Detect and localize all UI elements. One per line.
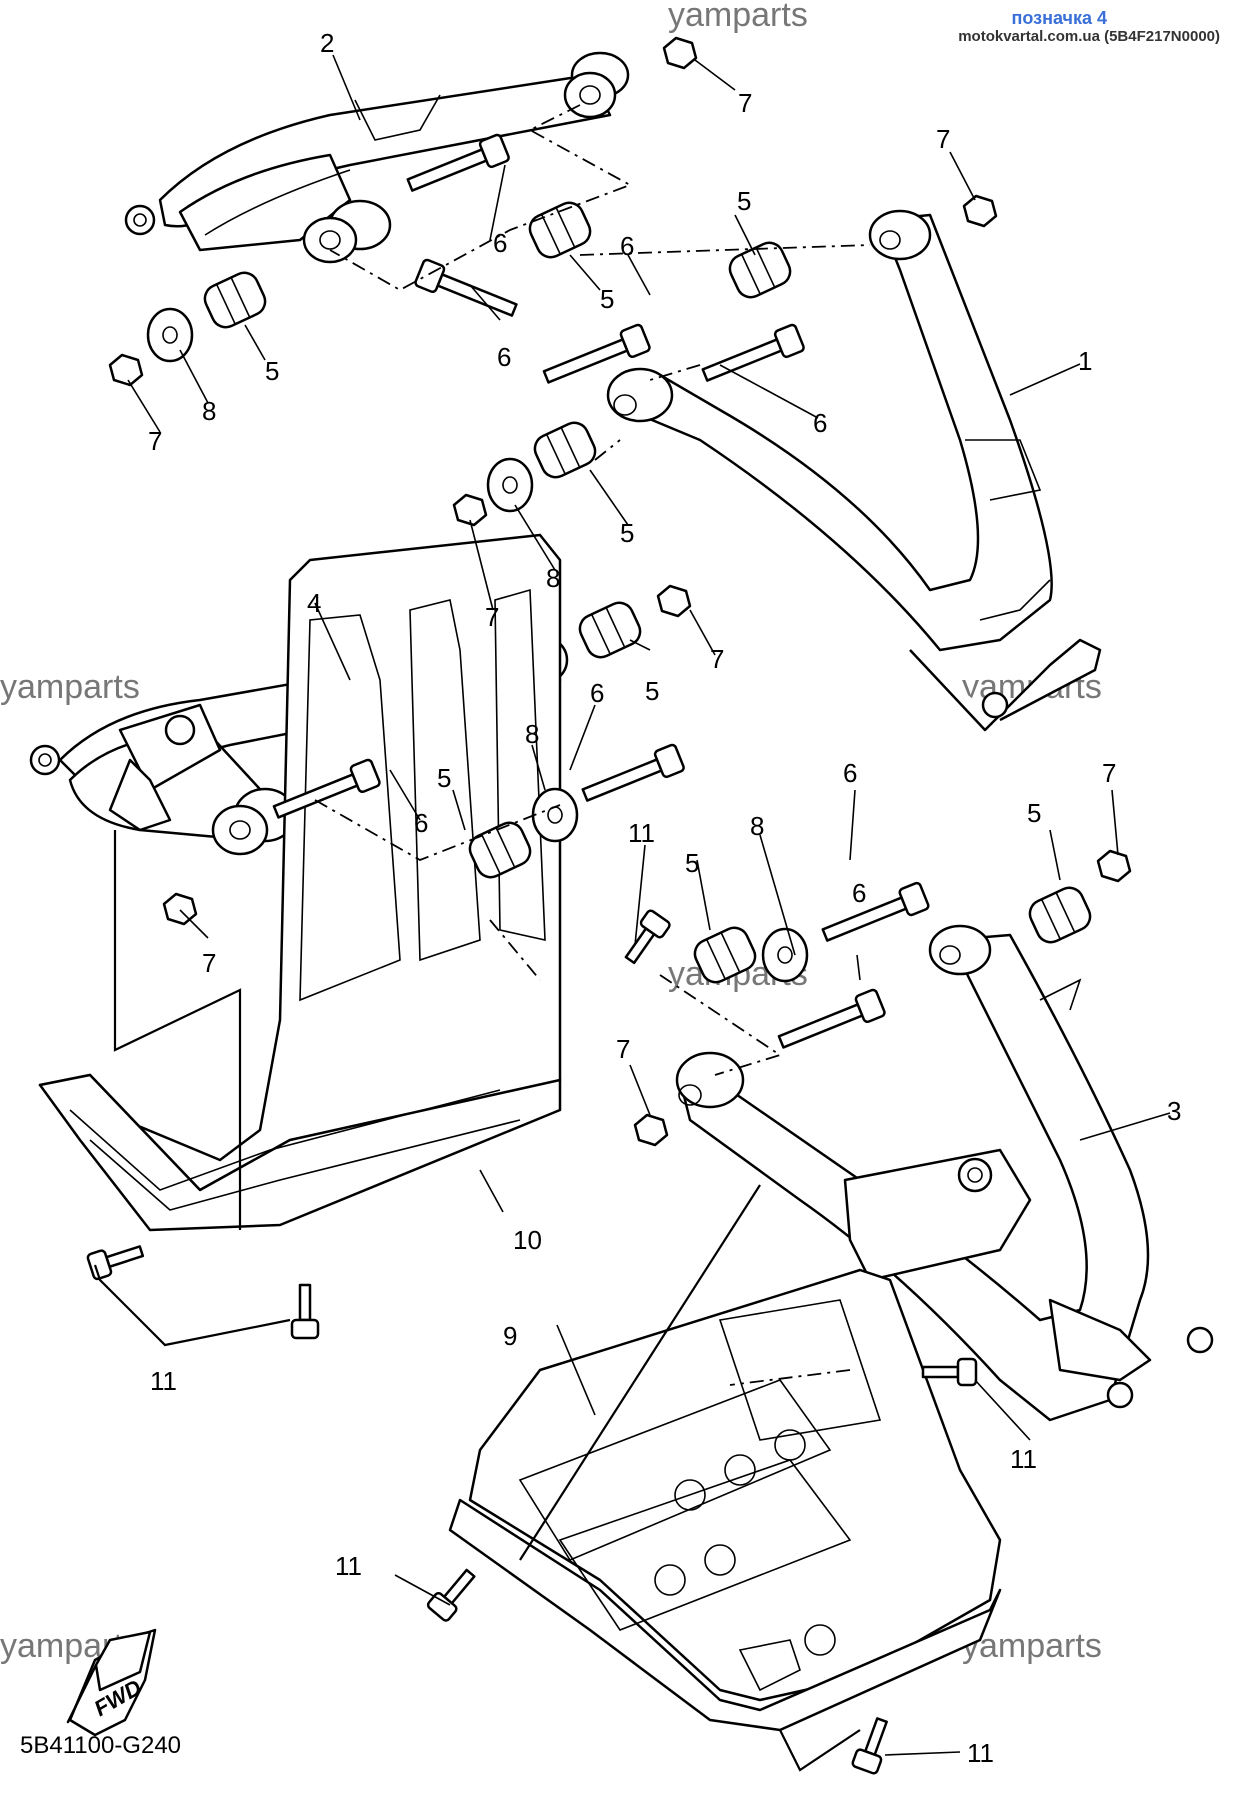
callout-11: 11: [628, 818, 655, 848]
washer-group: [146, 307, 809, 983]
connection-lines: [93, 830, 861, 1772]
bolt-group: [272, 133, 930, 1049]
callout-7: 7: [710, 644, 724, 674]
arm-part-3: [675, 924, 1214, 1422]
callout-5: 5: [620, 518, 634, 548]
callout-6: 6: [852, 878, 866, 908]
callout-6: 6: [493, 228, 507, 258]
watermark: yamparts: [668, 0, 808, 34]
callout-5: 5: [685, 848, 699, 878]
bushing-group: [203, 201, 1092, 984]
callout-7: 7: [616, 1034, 630, 1064]
callout-7: 7: [148, 426, 162, 456]
callout-6: 6: [497, 342, 511, 372]
guard-part-9: [448, 1268, 1002, 1732]
header-label: позначка 4: [1011, 8, 1108, 28]
callout-7: 7: [202, 948, 216, 978]
watermark: yamparts: [962, 1627, 1102, 1665]
arm-part-1: [606, 209, 1102, 732]
callout-8: 8: [525, 719, 539, 749]
watermark: yamparts: [0, 668, 140, 706]
guard-bolt-group: [86, 909, 978, 1775]
callout-8: 8: [750, 811, 764, 841]
callout-3: 3: [1167, 1096, 1181, 1126]
callout-7: 7: [738, 88, 752, 118]
diagram-code: 5B41100-G240: [20, 1732, 181, 1759]
callout-6: 6: [813, 408, 827, 438]
callout-6: 6: [414, 808, 428, 838]
callout-11: 11: [1010, 1444, 1037, 1474]
callout-7: 7: [936, 124, 950, 154]
header-site: motokvartal.com.ua (5B4F217N0000): [958, 28, 1220, 45]
callout-1: 1: [1078, 346, 1092, 376]
callout-labels: 2 7 7 6 5 6 5 6 5 8 7 1 6 5 8 7 4 7 5 6 …: [148, 28, 1181, 1768]
nut-group: [108, 36, 1132, 1147]
callout-7: 7: [485, 602, 499, 632]
callout-8: 8: [546, 563, 560, 593]
callout-5: 5: [1027, 798, 1041, 828]
callout-11: 11: [335, 1551, 362, 1581]
callout-9: 9: [503, 1321, 517, 1351]
callout-10: 10: [513, 1225, 542, 1255]
callout-6: 6: [590, 678, 604, 708]
callout-5: 5: [737, 186, 751, 216]
callout-6: 6: [620, 231, 634, 261]
callout-5: 5: [265, 356, 279, 386]
callout-11: 11: [967, 1738, 994, 1768]
callout-2: 2: [320, 28, 334, 58]
callout-5: 5: [645, 676, 659, 706]
callout-7: 7: [1102, 758, 1116, 788]
assembly-lines: [314, 104, 871, 1386]
fwd-arrow-icon: FWD: [66, 1628, 157, 1737]
callout-11: 11: [150, 1366, 177, 1396]
callout-6: 6: [843, 758, 857, 788]
callout-4: 4: [307, 588, 321, 618]
leader-lines: [127, 54, 1171, 1756]
guard-part-10: [38, 533, 562, 1232]
callout-8: 8: [202, 396, 216, 426]
callout-5: 5: [600, 284, 614, 314]
callout-5: 5: [437, 763, 451, 793]
arm-part-2: [124, 51, 630, 264]
